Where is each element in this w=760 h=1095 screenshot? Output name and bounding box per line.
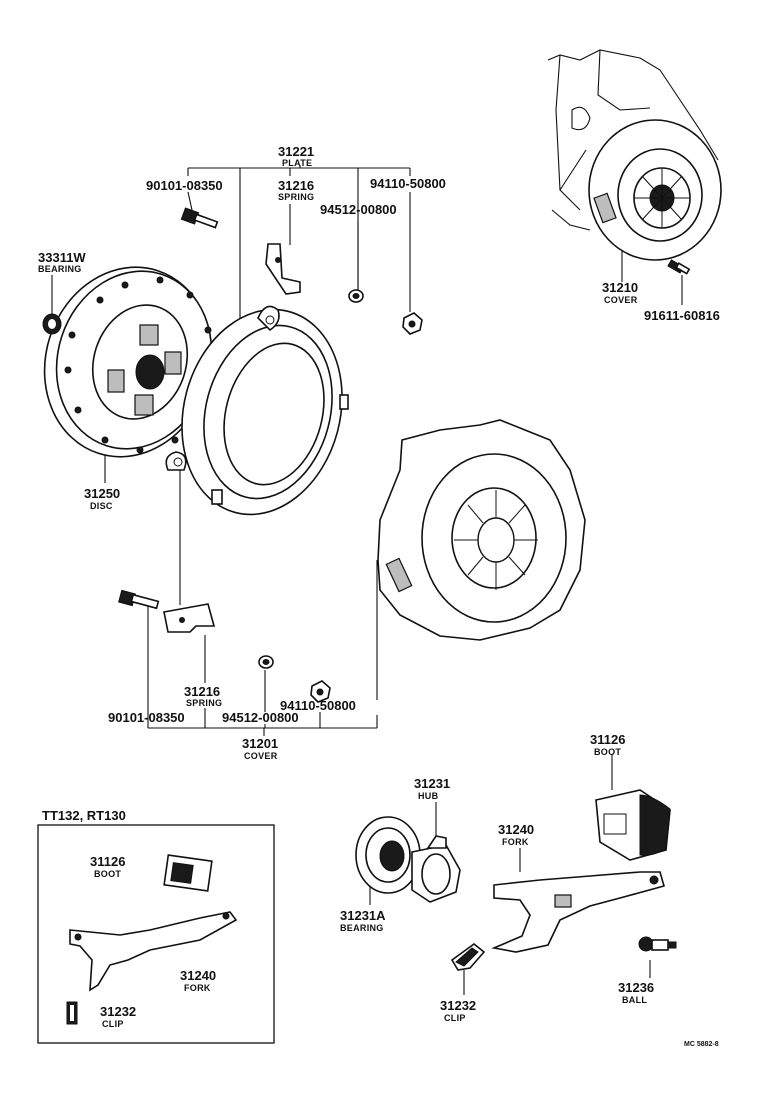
label-hub: 31231 HUB — [414, 776, 450, 801]
label-spring-top-name: SPRING — [278, 192, 314, 202]
label-boot: 31126 BOOT — [590, 732, 625, 757]
inset-fork-part[interactable] — [69, 911, 238, 992]
label-boot-name: BOOT — [594, 747, 621, 757]
label-ball: 31236 BALL — [618, 980, 654, 1005]
label-clip-number: 31232 — [440, 998, 476, 1013]
label-inset-boot: 31126 BOOT — [90, 854, 125, 879]
engine-block-illustration — [547, 49, 719, 231]
label-release-bearing: 31231A BEARING — [340, 908, 386, 933]
clip-part[interactable] — [450, 942, 486, 971]
label-inset-fork-number: 31240 — [180, 968, 216, 983]
label-pilot-bearing: 33311W BEARING — [38, 250, 86, 274]
label-fork: 31240 FORK — [498, 822, 534, 847]
label-inset-boot-name: BOOT — [94, 869, 121, 879]
label-cover-number: 31201 — [242, 736, 278, 751]
pilot-bearing-part[interactable] — [42, 313, 62, 335]
label-hub-number: 31231 — [414, 776, 450, 791]
label-release-bearing-number: 31231A — [340, 908, 386, 923]
label-disc-name: DISC — [90, 501, 113, 511]
label-engine-cover-number: 31210 — [602, 280, 638, 295]
label-fork-number: 31240 — [498, 822, 534, 837]
label-nut-bottom: 94110-50800 — [280, 698, 356, 713]
inset-clip-part[interactable] — [66, 1001, 78, 1025]
label-inset-clip-number: 31232 — [100, 1004, 136, 1019]
label-bolt-bottom: 90101-08350 — [108, 710, 185, 725]
label-pilot-bearing-name: BEARING — [38, 264, 82, 274]
washer-top-part[interactable] — [348, 289, 364, 303]
label-fork-name: FORK — [502, 837, 529, 847]
label-inset-title: TT132, RT130 — [42, 808, 126, 823]
label-inset-clip: 31232 CLIP — [100, 1004, 136, 1029]
leader-lines-release — [369, 754, 651, 995]
label-washer-bottom: 94512-00800 — [222, 710, 299, 725]
label-engine-cover: 31210 COVER — [602, 280, 638, 305]
label-cover: 31201 COVER — [242, 736, 278, 761]
label-engine-cover-name: COVER — [604, 295, 638, 305]
washer-bottom-part[interactable] — [258, 655, 274, 669]
label-bolt-top: 90101-08350 — [146, 178, 223, 193]
label-disc-number: 31250 — [84, 486, 120, 501]
label-spring-bottom-name: SPRING — [186, 698, 222, 708]
clutch-cover-part[interactable] — [377, 419, 586, 641]
label-ball-number: 31236 — [618, 980, 654, 995]
fork-part[interactable] — [491, 871, 665, 953]
label-spring-bottom: 31216 SPRING — [184, 684, 222, 708]
label-inset-clip-name: CLIP — [102, 1019, 124, 1029]
nut-bottom-part[interactable] — [310, 680, 331, 703]
nut-top-part[interactable] — [402, 312, 423, 335]
boot-part[interactable] — [595, 789, 671, 861]
figure-code: MC 5882-8 — [684, 1041, 719, 1048]
label-clip-name: CLIP — [444, 1013, 466, 1023]
label-spring-top: 31216 SPRING — [278, 178, 314, 202]
label-inset-fork: 31240 FORK — [180, 968, 216, 993]
clutch-disc-part[interactable] — [20, 245, 235, 478]
label-boot-number: 31126 — [590, 732, 625, 747]
label-pilot-bearing-number: 33311W — [38, 250, 86, 265]
label-ball-name: BALL — [622, 995, 647, 1005]
label-cover-bolt: 91611-60816 — [644, 308, 720, 323]
inset-boot-part[interactable] — [163, 854, 213, 892]
bolt-top-part[interactable] — [180, 207, 219, 229]
cover-bolt-part[interactable] — [667, 259, 691, 275]
label-inset-boot-number: 31126 — [90, 854, 125, 869]
label-cover-name: COVER — [244, 751, 278, 761]
release-bearing-part[interactable] — [355, 816, 421, 894]
label-disc: 31250 DISC — [84, 486, 120, 511]
pressure-plate-part[interactable] — [160, 291, 365, 532]
label-plate: 31221 PLATE — [278, 144, 314, 168]
label-spring-bottom-number: 31216 — [184, 684, 220, 699]
spring-top-part[interactable] — [265, 243, 301, 295]
engine-clutch-cover-part[interactable] — [588, 119, 722, 261]
label-clip: 31232 CLIP — [440, 998, 476, 1023]
ball-part[interactable] — [638, 936, 677, 952]
label-spring-top-number: 31216 — [278, 178, 314, 193]
label-inset-fork-name: FORK — [184, 983, 211, 993]
label-washer-top: 94512-00800 — [320, 202, 397, 217]
inset-frame — [37, 824, 275, 1044]
leader-lines-top — [51, 165, 683, 483]
label-nut-top: 94110-50800 — [370, 176, 446, 191]
label-hub-name: HUB — [418, 791, 439, 801]
hub-part[interactable] — [411, 835, 461, 903]
label-plate-number: 31221 — [278, 144, 314, 159]
spring-bottom-part[interactable] — [163, 603, 216, 633]
label-release-bearing-name: BEARING — [340, 923, 384, 933]
label-plate-name: PLATE — [282, 158, 312, 168]
bolt-bottom-part[interactable] — [118, 589, 160, 610]
